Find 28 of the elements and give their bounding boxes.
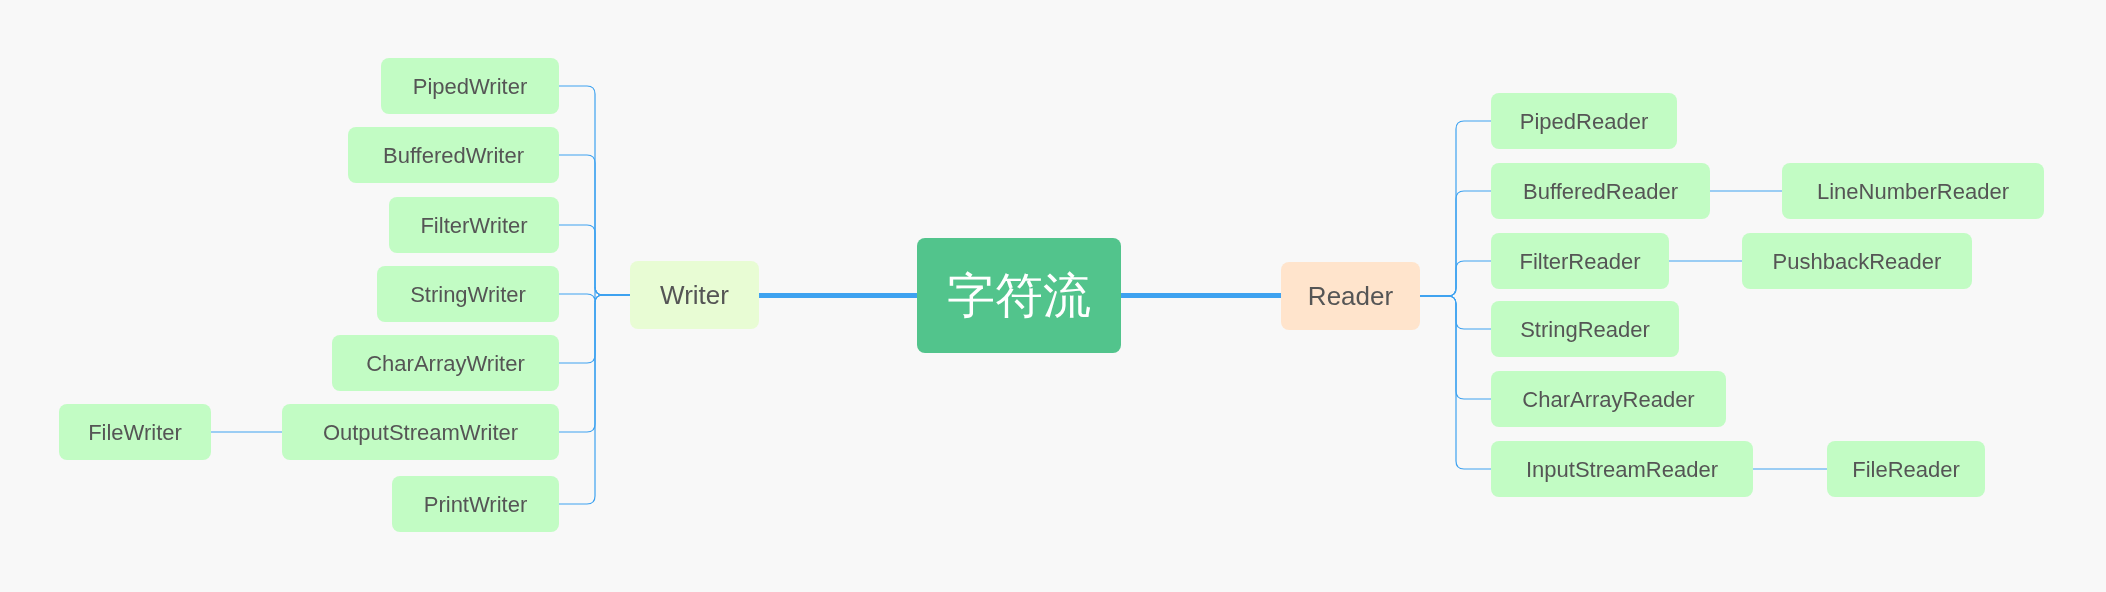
subtopic-box: BufferedReader — [1491, 163, 1710, 219]
subtopic-box: PipedReader — [1491, 93, 1677, 149]
topic-box: Reader — [1281, 262, 1420, 330]
subtopic-box: FileWriter — [59, 404, 211, 460]
connector-line — [1668, 260, 1743, 262]
connector-line — [1419, 295, 1492, 470]
root-topic-box: 字符流 — [917, 238, 1121, 353]
connector-line — [1709, 190, 1783, 192]
subtopic-box: StringReader — [1491, 301, 1679, 357]
subtopic-box: InputStreamReader — [1491, 441, 1753, 497]
connector-line — [1121, 293, 1281, 298]
subtopic-box: BufferedWriter — [348, 127, 559, 183]
subtopic-box: FilterReader — [1491, 233, 1669, 289]
connector-line — [1752, 468, 1828, 470]
subtopic-box: OutputStreamWriter — [282, 404, 559, 460]
connector-line — [759, 293, 917, 298]
subtopic-box: CharArrayReader — [1491, 371, 1726, 427]
connector-line — [210, 431, 283, 433]
subtopic-box: PrintWriter — [392, 476, 559, 532]
subtopic-box: LineNumberReader — [1782, 163, 2044, 219]
subtopic-box: PushbackReader — [1742, 233, 1972, 289]
topic-box: Writer — [630, 261, 759, 329]
subtopic-box: FilterWriter — [389, 197, 559, 253]
subtopic-box: CharArrayWriter — [332, 335, 559, 391]
subtopic-box: StringWriter — [377, 266, 559, 322]
connector-line — [558, 294, 631, 505]
subtopic-box: PipedWriter — [381, 58, 559, 114]
subtopic-box: FileReader — [1827, 441, 1985, 497]
